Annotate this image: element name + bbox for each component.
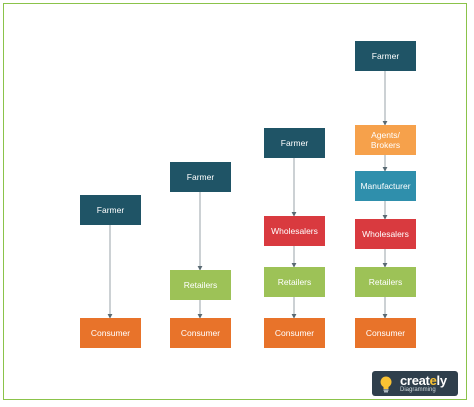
node-wholesalers: Wholesalers [264,216,325,246]
node-consumer: Consumer [80,318,141,348]
node-retailers: Retailers [170,270,231,300]
logo-wordmark: creately [400,372,447,388]
node-farmer: Farmer [80,195,141,225]
node-wholesalers: Wholesalers [355,219,416,249]
node-agents-brokers: Agents/ Brokers [355,125,416,155]
node-retailers: Retailers [264,267,325,297]
node-farmer: Farmer [264,128,325,158]
creately-logo[interactable]: creately Diagramming [372,371,458,396]
lightbulb-icon [378,375,394,393]
node-farmer: Farmer [355,41,416,71]
node-consumer: Consumer [170,318,231,348]
node-retailers: Retailers [355,267,416,297]
node-consumer: Consumer [264,318,325,348]
logo-tagline: Diagramming [400,386,436,393]
node-manufacturer: Manufacturer [355,171,416,201]
node-farmer: Farmer [170,162,231,192]
node-consumer: Consumer [355,318,416,348]
